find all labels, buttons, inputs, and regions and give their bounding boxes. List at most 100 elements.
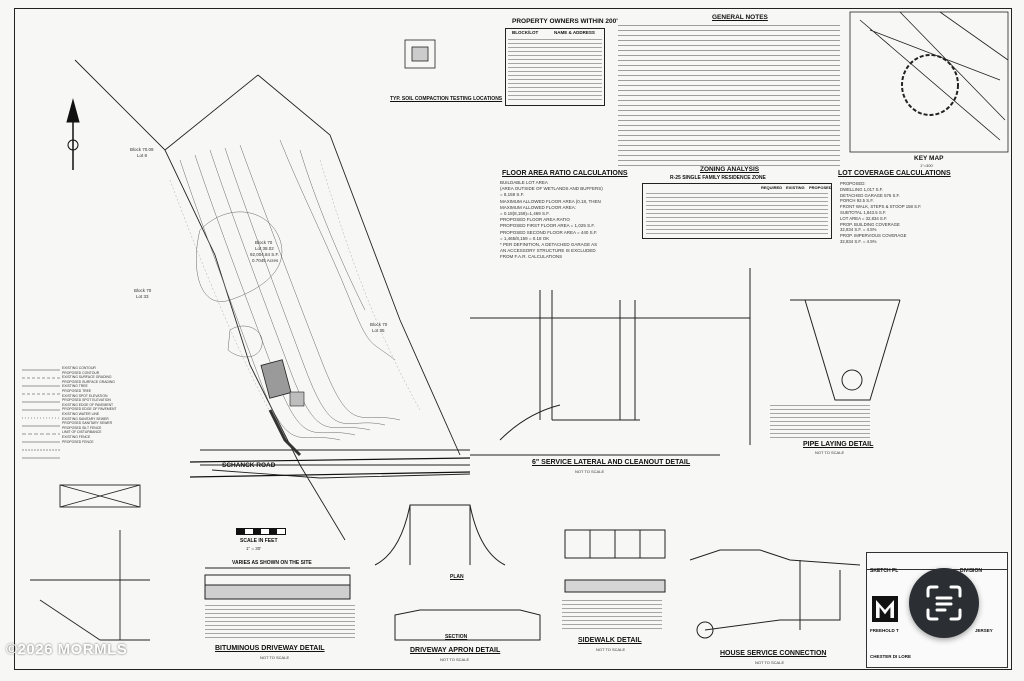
- title-block-sketch: SKETCH PL: [870, 568, 899, 574]
- zoning-subtitle: R-25 SINGLE FAMILY RESIDENCE ZONE: [670, 175, 766, 181]
- legend: EXISTING CONTOUR PROPOSED CONTOUR EXISTI…: [62, 366, 142, 444]
- pipe-detail-title: PIPE LAYING DETAIL: [803, 441, 874, 448]
- zoning-table: REQUIRED EXISTING PROPOSED: [642, 183, 832, 239]
- driveway-varies-label: VARIES AS SHOWN ON THE SITE: [232, 560, 312, 566]
- sewer-detail-note: NOT TO SCALE: [575, 469, 605, 474]
- document-scan-button[interactable]: [909, 568, 979, 638]
- legend-item: EXISTING SPOT ELEVATION: [62, 393, 108, 398]
- lot-cov-line: LOT AREA = 32,834 S.F.: [840, 215, 888, 221]
- legend-item: EXISTING EDGE OF PAVEMENT: [62, 402, 114, 407]
- far-line: PROPOSED FIRST FLOOR AREA = 1,025 S.F.: [500, 223, 595, 229]
- lot-cov-line: SUBTOTAL 1,843.5 S.F.: [840, 209, 887, 215]
- document-scan-icon: [926, 585, 962, 621]
- lot-cov-line: PORCH 92.5 S.F.: [840, 198, 874, 204]
- far-line: = 8,159 S.F.: [500, 192, 525, 198]
- mls-watermark: ©2026 MORMLS: [6, 641, 128, 658]
- scale-value: 1" = 30': [246, 546, 262, 551]
- legend-item: PROPOSED SURFACE GRADING: [62, 379, 115, 384]
- legend-item: PROPOSED SPOT ELEVATION: [62, 398, 111, 403]
- sidewalk-notes: [562, 600, 662, 630]
- far-line: FROM F.A.R. CALCULATIONS: [500, 254, 563, 260]
- legend-item: PROPOSED FENCE: [62, 439, 94, 444]
- legend-item: EXISTING WATER LINE: [62, 411, 100, 416]
- owners-table-rows: [508, 39, 602, 103]
- legend-item: PROPOSED SANITARY SEWER: [62, 421, 113, 426]
- title-block-firm: CHESTER DI LORE: [870, 654, 912, 659]
- sheet-border: [14, 8, 1012, 670]
- owners-col-name: NAME & ADDRESS: [554, 30, 595, 35]
- lot-label: Lot 8: [137, 153, 148, 158]
- far-line: BUILDABLE LOT AREA: [500, 180, 548, 185]
- far-block: BUILDABLE LOT AREA (AREA OUTSIDE OF WETL…: [500, 180, 635, 261]
- far-line: MAXIMUM ALLOWED FLOOR AREA:: [500, 204, 577, 210]
- legend-item: EXISTING SURFACE GRADING: [62, 375, 112, 380]
- owners-col-block: BLOCK/LOT: [512, 30, 539, 35]
- block-label: Block 70: [134, 288, 152, 293]
- house-service-note: NOT TO SCALE: [755, 660, 785, 665]
- far-line: (AREA OUTSIDE OF WETLANDS AND BUFFERS): [500, 186, 603, 192]
- far-line: PROPOSED SECOND FLOOR AREA = 440 S.F.: [500, 229, 598, 235]
- sewer-detail-title: 6" SERVICE LATERAL AND CLEANOUT DETAIL: [532, 459, 691, 466]
- lot-cov-line: 32,834 S.F. = 4.5%: [840, 238, 877, 244]
- general-notes-title: GENERAL NOTES: [712, 14, 768, 21]
- driveway-detail-note: NOT TO SCALE: [260, 655, 290, 660]
- property-owners-table: BLOCK/LOT NAME & ADDRESS: [505, 28, 605, 106]
- legend-item: EXISTING SANITARY SEWER: [62, 416, 109, 421]
- title-block-division: DIVISION: [960, 568, 982, 574]
- legend-item: EXISTING FENCE: [62, 434, 91, 439]
- lot-coverage-block: PROPOSED: DWELLING 1,017 S.F. DETACHED G…: [840, 181, 960, 245]
- pipe-detail-notes: [770, 405, 870, 439]
- lot-cov-line: FRONT WALK, STEPS & STOOP 158 S.F.: [840, 204, 922, 210]
- north-arrow-icon: [66, 98, 80, 170]
- zoning-table-rows: [646, 193, 828, 237]
- apron-plan-label: PLAN: [450, 574, 464, 580]
- house-service-title: HOUSE SERVICE CONNECTION: [720, 650, 827, 657]
- key-map-title: KEY MAP: [914, 155, 944, 162]
- firm-logo: [872, 596, 898, 622]
- lot-label: Lot 38.02: [255, 246, 274, 251]
- title-block-jersey: JERSEY: [975, 628, 993, 633]
- far-line: = 1,465/8,159 = 0.18 OK: [500, 235, 550, 241]
- lot-label: Lot 35: [372, 328, 385, 333]
- scale-label: SCALE IN FEET: [240, 538, 278, 544]
- zoning-col-existing: EXISTING: [786, 185, 805, 190]
- apron-detail-title: DRIVEWAY APRON DETAIL: [410, 647, 501, 654]
- driveway-detail-title: BITUMINOUS DRIVEWAY DETAIL: [215, 645, 325, 652]
- scale-bar: [236, 528, 286, 535]
- lot-coverage-title: LOT COVERAGE CALCULATIONS: [838, 170, 951, 177]
- zoning-col-proposed: PROPOSED: [809, 185, 832, 190]
- general-notes-text: [618, 25, 840, 170]
- far-line: PROPOSED FLOOR AREA RATIO: [500, 217, 570, 223]
- legend-item: EXISTING CONTOUR: [62, 366, 96, 370]
- driveway-notes: [205, 605, 355, 639]
- far-line: * PER DEFINITION, A DETACHED GARAGE AS: [500, 242, 598, 248]
- legend-item: PROPOSED CONTOUR: [62, 370, 100, 375]
- lot-cov-line: DETACHED GARAGE 576 S.F.: [840, 192, 900, 198]
- road-label: SCHANCK ROAD: [222, 462, 276, 469]
- block-label: Block 70: [370, 322, 388, 327]
- lot-cov-line: PROP. IMPERVIOUS COVERAGE: [840, 233, 907, 239]
- key-map-scale: 1"=300': [920, 163, 934, 168]
- lot-area: 92,004.84 S.F.: [250, 252, 280, 257]
- zoning-col-required: REQUIRED: [761, 185, 783, 190]
- sidewalk-detail-title: SIDEWALK DETAIL: [578, 637, 642, 644]
- zoning-title: ZONING ANALYSIS: [700, 166, 760, 173]
- lot-cov-line: PROPOSED:: [840, 181, 866, 186]
- block-label: Block 70.09: [130, 147, 154, 152]
- lot-cov-line: PROP. BUILDING COVERAGE: [840, 221, 900, 227]
- far-title: FLOOR AREA RATIO CALCULATIONS: [502, 170, 628, 177]
- lot-cov-line: DWELLING 1,017 S.F.: [840, 186, 883, 192]
- legend-item: PROPOSED SILT FENCE: [62, 425, 102, 430]
- block-label: Block 70: [255, 240, 273, 245]
- lot-acres: 0.7045 Acres: [252, 258, 279, 263]
- legend-item: LIMIT OF DISTURBANCE: [62, 430, 102, 435]
- apron-detail-note: NOT TO SCALE: [440, 657, 470, 662]
- title-block-freehold: FREEHOLD T: [870, 628, 899, 633]
- lot-cov-line: 32,834 S.F. = 4.5%: [840, 227, 877, 233]
- pipe-detail-note: NOT TO SCALE: [815, 450, 845, 455]
- legend-item: EXISTING TREE: [62, 384, 88, 389]
- apron-section-label: SECTION: [445, 634, 468, 640]
- far-line: = 0.18(8,159)=1,469 S.F.: [500, 211, 550, 217]
